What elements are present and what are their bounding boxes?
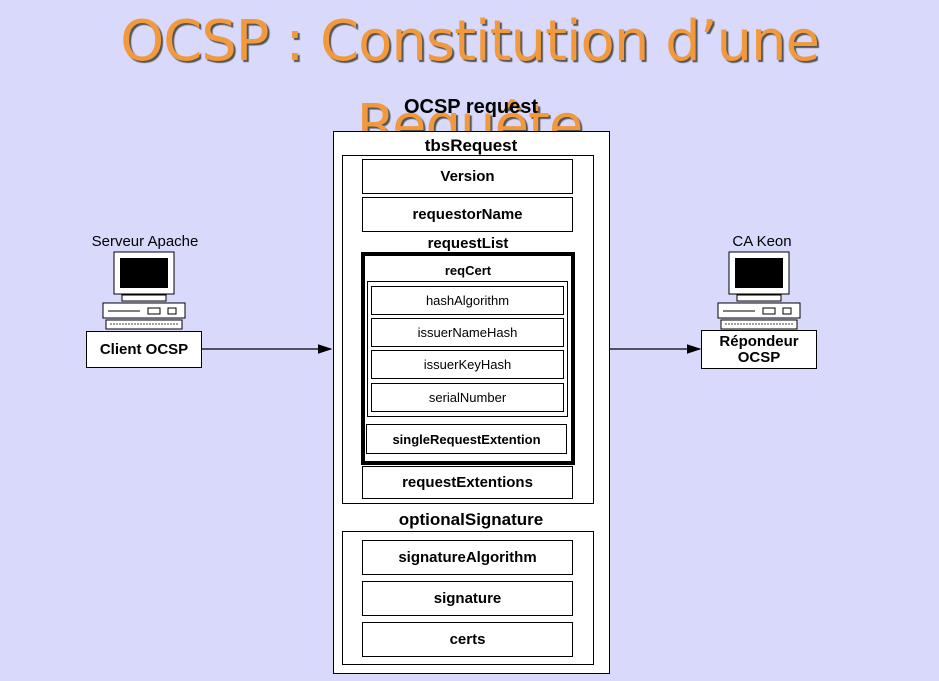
hash-algorithm-field: hashAlgorithm — [371, 286, 564, 315]
tbs-request-label: tbsRequest — [424, 136, 518, 155]
optional-signature-label: optionalSignature — [398, 510, 544, 529]
responder-computer-icon — [717, 251, 801, 330]
responder-server-label: CA Keon — [732, 233, 792, 250]
client-computer-icon — [102, 251, 186, 330]
signature-algorithm-field: signatureAlgorithm — [362, 540, 573, 575]
certs-field: certs — [362, 622, 573, 657]
responder-box-line2: OCSP — [737, 348, 781, 366]
serial-number-field: serialNumber — [371, 383, 564, 412]
client-server-label: Serveur Apache — [91, 233, 199, 250]
issuer-key-hash-field: issuerKeyHash — [371, 350, 564, 379]
request-extensions-field: requestExtentions — [362, 466, 573, 499]
requestor-name-field: requestorName — [362, 197, 573, 232]
slide-title: OCSP : Constitution d’une Requête — [120, 9, 820, 158]
issuer-name-hash-field: issuerNameHash — [371, 318, 564, 347]
single-request-extension-field: singleRequestExtention — [366, 424, 567, 454]
req-cert-label: reqCert — [444, 263, 492, 278]
ocsp-request-title: OCSP request — [403, 96, 539, 118]
client-ocsp-box: Client OCSP — [86, 331, 202, 368]
responder-ocsp-box: Répondeur OCSP — [701, 330, 817, 369]
request-list-label: requestList — [427, 235, 509, 252]
responder-box-line1: Répondeur — [719, 332, 799, 350]
version-field: Version — [362, 159, 573, 194]
signature-field: signature — [362, 581, 573, 616]
